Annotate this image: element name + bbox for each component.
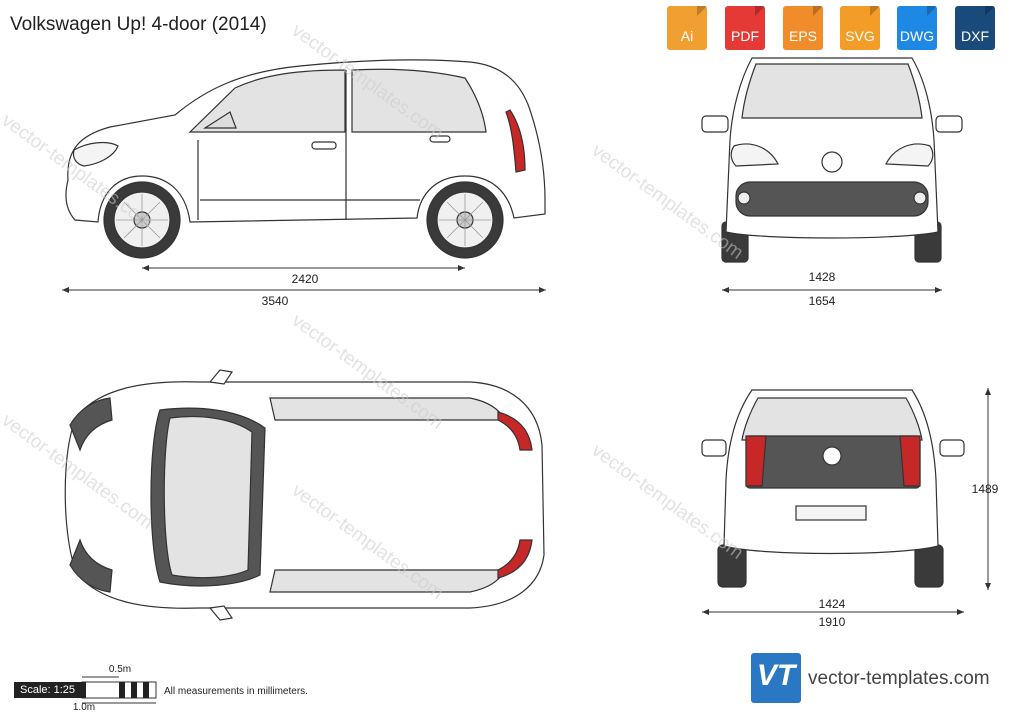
file-fold-icon [985, 6, 995, 16]
logo-text: VT [756, 659, 796, 692]
rear-view [701, 389, 965, 588]
format-pdf-icon[interactable]: PDF [725, 6, 765, 50]
format-dwg-icon[interactable]: DWG [897, 6, 937, 50]
page-title: Volkswagen Up! 4-door (2014) [10, 14, 267, 35]
dim-height: 1489 [971, 482, 999, 496]
format-label: EPS [788, 28, 817, 44]
dim-length: 3540 [261, 294, 289, 308]
dim-front-width: 1654 [808, 294, 836, 308]
format-dxf-icon[interactable]: DXF [955, 6, 995, 50]
scale-label: Scale: 1:25 [14, 682, 86, 698]
measurement-note: All measurements in millimeters. [164, 686, 308, 697]
scale-bar [81, 676, 157, 704]
vt-logo-icon[interactable]: VT [751, 653, 801, 703]
format-label: SVG [845, 28, 875, 44]
format-label: DWG [899, 28, 935, 44]
front-view [701, 57, 963, 263]
file-fold-icon [697, 6, 707, 16]
dim-rear-width: 1910 [818, 615, 846, 629]
file-fold-icon [927, 6, 937, 16]
format-label: PDF [731, 28, 759, 44]
format-label: Ai [680, 28, 694, 44]
format-svg-icon[interactable]: SVG [840, 6, 880, 50]
file-fold-icon [813, 6, 823, 16]
format-ai-icon[interactable]: Ai [667, 6, 707, 50]
format-eps-icon[interactable]: EPS [783, 6, 823, 50]
brand-name[interactable]: vector-templates.com [808, 668, 990, 689]
side-spokes [116, 194, 491, 246]
dim-rear-track: 1424 [818, 597, 846, 611]
dim-wheelbase: 2420 [291, 272, 319, 286]
scale-half-meter: 0.5m [108, 664, 132, 675]
file-fold-icon [870, 6, 880, 16]
scale-one-meter: 1.0m [72, 702, 96, 713]
top-view [64, 369, 545, 621]
dimension-lines [62, 265, 991, 615]
dim-front-track: 1428 [808, 270, 836, 284]
file-fold-icon [755, 6, 765, 16]
format-label: DXF [961, 28, 989, 44]
